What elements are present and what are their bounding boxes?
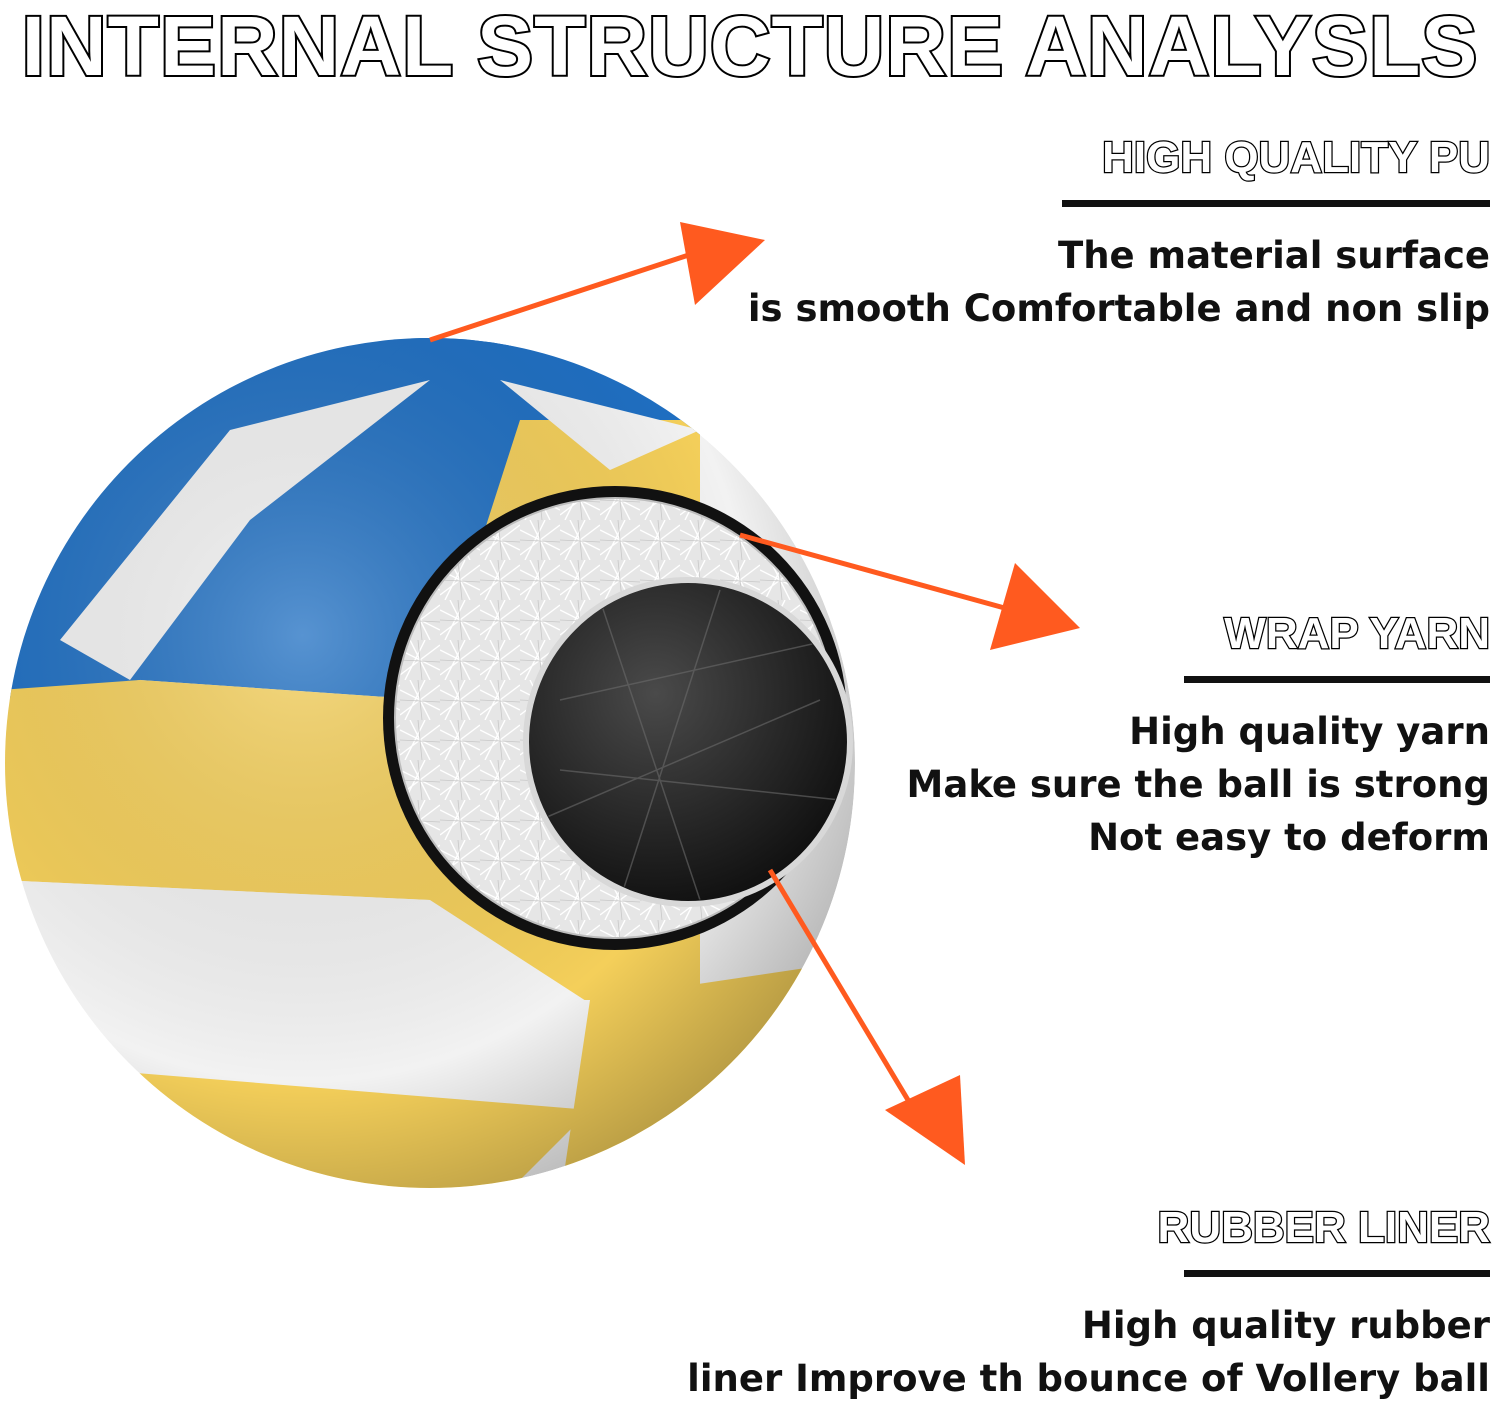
heading-pu: HIGH QUALITY PU: [1101, 132, 1491, 183]
arrow-pu: [429, 222, 765, 343]
desc-line: Make sure the ball is strong: [906, 763, 1490, 806]
desc-line: The material surface: [1057, 234, 1490, 277]
desc-line: High quality rubber: [1081, 1304, 1490, 1347]
divider-rubber: [1184, 1270, 1490, 1277]
cutaway-layers: [383, 486, 853, 950]
divider-pu: [1062, 200, 1490, 207]
desc-line: is smooth Comfortable and non slip: [747, 287, 1490, 330]
section-rubber: RUBBER LINER High quality rubber liner I…: [687, 1202, 1491, 1405]
desc-pu: The material surface is smooth Comfortab…: [748, 229, 1490, 335]
page-title: INTERNAL STRUCTURE ANALYSLS: [20, 0, 1480, 93]
arrow-yarn: [739, 532, 1080, 650]
desc-line: High quality yarn: [1129, 710, 1490, 753]
desc-rubber: High quality rubber liner Improve th bou…: [687, 1299, 1490, 1405]
section-yarn: WRAP YARN High quality yarn Make sure th…: [907, 608, 1492, 864]
arrow-rubber: [767, 868, 965, 1165]
desc-line: liner Improve th bounce of Vollery ball: [687, 1357, 1490, 1400]
desc-line: Not easy to deform: [1088, 816, 1490, 859]
heading-yarn: WRAP YARN: [1223, 608, 1491, 659]
desc-yarn: High quality yarn Make sure the ball is …: [907, 705, 1490, 864]
heading-rubber: RUBBER LINER: [1156, 1202, 1491, 1253]
section-pu: HIGH QUALITY PU The material surface is …: [748, 132, 1491, 335]
divider-yarn: [1184, 676, 1490, 683]
